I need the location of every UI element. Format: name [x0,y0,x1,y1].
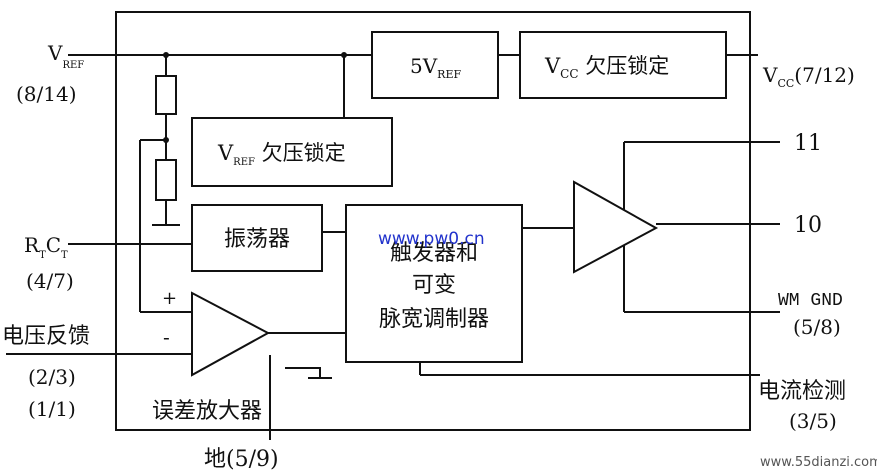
pin-11-label: 11 [794,131,822,156]
oscillator-block: 振荡器 [191,204,323,272]
amp-plus-sign: + [162,288,177,309]
watermark-center: www.pw0.cn [378,229,485,249]
pin-rtct-number: (4/7) [26,269,74,293]
svg-text:VCC 欠压锁定: VCC 欠压锁定 [544,54,669,81]
pin-vcc-label: VCC(7/12) [762,63,855,90]
pin-10-label: 10 [794,213,822,238]
resistor-upper [155,75,177,115]
svg-text:5VREF: 5VREF [410,54,461,81]
svg-text:VREF 欠压锁定: VREF 欠压锁定 [217,141,346,168]
pwm-block: 触发器和 可变 脉宽调制器 [345,204,523,363]
pin-vref-number: (8/14) [16,82,77,106]
pin-wm-gnd-number: (5/8) [793,315,841,339]
output-driver [573,180,659,274]
pwm-label-line3: 脉宽调制器 [379,307,489,332]
vcc-uvlo-block: VCC 欠压锁定 [519,31,727,99]
ic-outline [115,11,751,431]
pin-vref-label: VREF [47,41,84,71]
pwm-label-line1: 触发器和 [390,241,478,266]
pin-feedback-number-1: (2/3) [28,365,76,389]
vcc-uvlo-sub: CC [560,67,578,81]
resistor-lower [155,159,177,201]
pin-current-sense-label: 电流检测 [758,379,846,404]
amp-minus-sign: - [163,325,170,349]
pin-feedback-number-2: (1/1) [28,397,76,421]
vref-uvlo-block: VREF 欠压锁定 [191,117,393,187]
error-amp-label: 误差放大器 [152,399,262,424]
pin-feedback-label: 电压反馈 [2,324,90,349]
vref-uvlo-tail: 欠压锁定 [255,141,346,165]
pin-current-sense-number: (3/5) [789,409,837,433]
ground-symbol-wire [285,367,321,378]
ref-5v-sub: REF [437,68,461,81]
pin-rtct-label: RTCT [24,233,68,261]
watermark-corner: www.55dianzi.com [760,455,877,470]
oscillator-label: 振荡器 [224,227,290,252]
vref-uvlo-sub: REF [233,157,255,168]
vcc-uvlo-tail: 欠压锁定 [579,54,670,78]
vcc-uvlo-main: V [544,54,561,78]
ref-5v-main: 5V [410,54,438,78]
vref-uvlo-main: V [217,141,234,165]
pin-ground-label: 地(5/9) [204,447,279,472]
ref-5v-block: 5VREF [371,31,499,99]
pwm-label-line2: 可变 [412,273,456,298]
pin-wm-gnd-label: WM GND [778,291,843,311]
error-amplifier: + - [162,288,271,377]
